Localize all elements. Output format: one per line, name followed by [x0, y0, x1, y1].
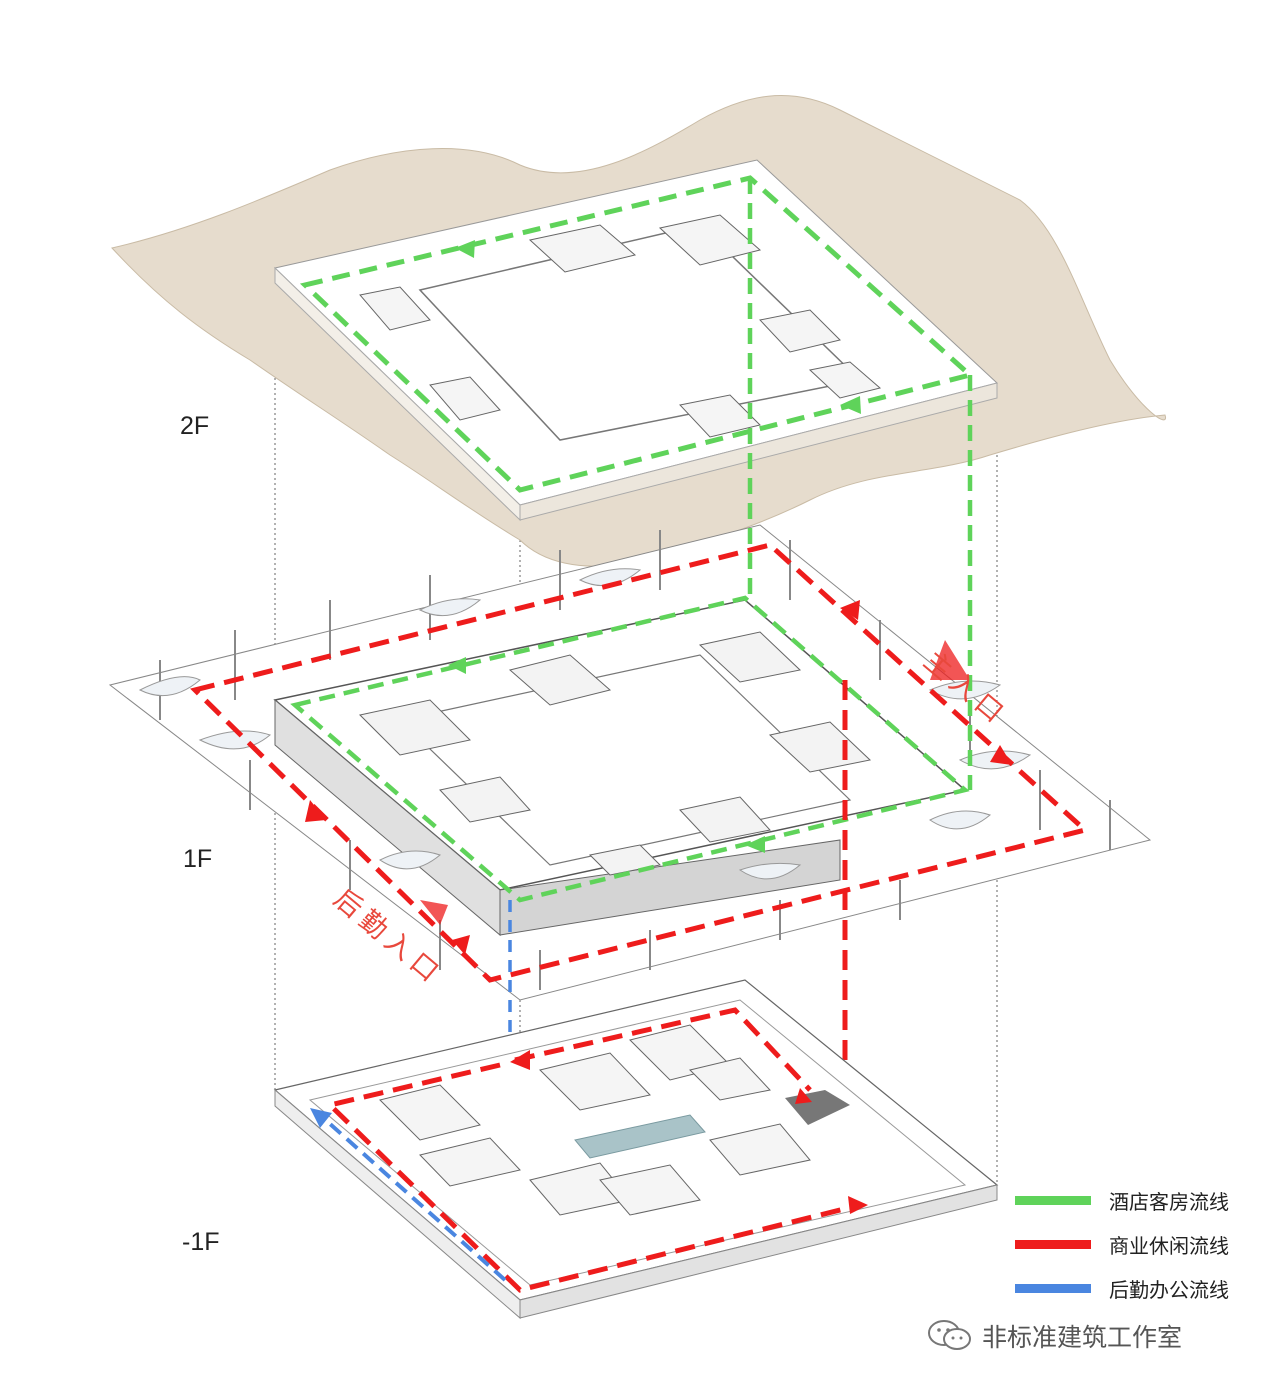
legend-label-commercial: 商业休闲流线 [1109, 1233, 1229, 1258]
floor-label-2f: 2F [180, 412, 210, 440]
service-entrance-marker [420, 900, 448, 925]
legend-swatch-commercial [1015, 1239, 1091, 1249]
legend-swatch-service [1015, 1283, 1091, 1293]
basement-shops [379, 1024, 811, 1216]
hotel-route-2f [299, 175, 976, 493]
roof-slab-edge-right [519, 382, 998, 521]
basement-inner-wall [308, 999, 967, 1286]
legend-label-hotel: 酒店客房流线 [1109, 1189, 1229, 1214]
commercial-route-1f-arrow3 [840, 600, 860, 620]
commercial-route-b1-arrow2 [848, 1196, 868, 1214]
commercial-route-1f-arrow1 [305, 800, 326, 822]
roof-room-blocks [359, 214, 882, 438]
legend-item-hotel: 酒店客房流线 [1015, 1178, 1229, 1222]
legend-label-service: 后勤办公流线 [1109, 1277, 1229, 1302]
floor-2f-roof [111, 95, 1167, 567]
hotel-route-2f-arrow2 [840, 396, 861, 414]
basement-plate-edge-right [519, 1184, 998, 1319]
floor-label-b1: -1F [182, 1228, 220, 1256]
commercial-route-1f [190, 542, 1091, 983]
wechat-icon [928, 1320, 971, 1350]
watermark-text: 非标准建筑工作室 [982, 1323, 1183, 1352]
legend: 酒店客房流线 商业休闲流线 后勤办公流线 [1015, 1178, 1229, 1310]
basement-water-feature [574, 1114, 706, 1159]
main-entrance-marker [930, 640, 970, 680]
commercial-route-1f-arrow2 [990, 745, 1012, 765]
legend-swatch-hotel [1015, 1195, 1091, 1205]
commercial-route-b1-arrow1 [510, 1050, 530, 1070]
legend-item-commercial: 商业休闲流线 [1015, 1222, 1229, 1266]
hotel-route-1f-arrow2 [745, 836, 765, 853]
commercial-route-b1-b [514, 1007, 812, 1092]
service-route-b1 [318, 1113, 507, 1282]
floor-1f [108, 524, 1152, 1001]
hotel-route-2f-arrow [455, 240, 475, 258]
tensile-canopies [138, 568, 1032, 880]
commercial-route-1f-arrow4 [452, 935, 470, 955]
commercial-route-b1-arrow3 [795, 1088, 812, 1104]
floor-b1 [273, 979, 999, 1320]
watermark: 非标准建筑工作室 [926, 1318, 1182, 1354]
hotel-route-1f [290, 595, 970, 903]
legend-item-service: 后勤办公流线 [1015, 1266, 1229, 1310]
commercial-route-b1 [324, 1062, 861, 1293]
floor-label-1f: 1F [183, 845, 213, 873]
service-route-b1-arrow [310, 1108, 332, 1128]
building-mass-1f-edge-right [499, 839, 841, 936]
hotel-route-1f-arrow [448, 657, 466, 674]
